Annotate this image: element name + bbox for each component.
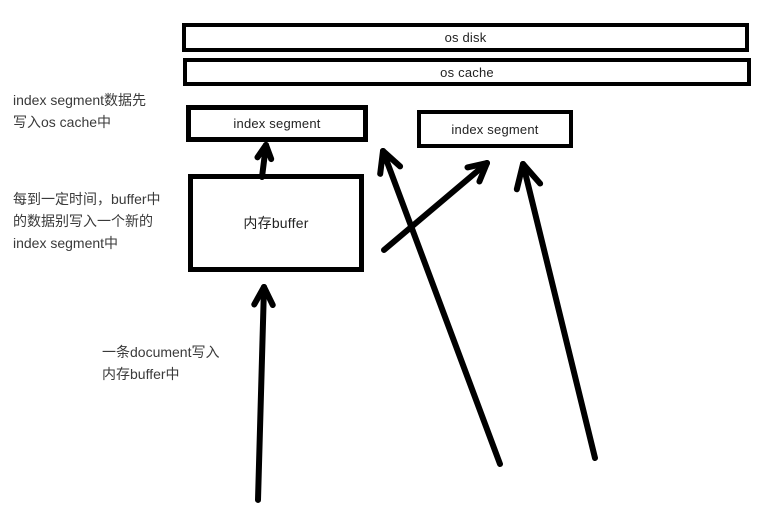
note-os-cache: index segment数据先 写入os cache中: [13, 89, 146, 133]
note-document-write-line-1: 一条document写入: [102, 344, 220, 360]
note-os-cache-line-2: 写入os cache中: [13, 114, 112, 130]
index-segment-right-box: index segment: [417, 110, 573, 148]
index-segment-right-label: index segment: [451, 121, 539, 137]
arrow-long-to-left-segment: [377, 148, 503, 467]
note-buffer-flush-line-2: 的数据别写入一个新的: [13, 213, 153, 229]
note-buffer-flush-line-1: 每到一定时间，buffer中: [13, 191, 161, 207]
arrow-long-to-right-segment: [513, 161, 598, 461]
note-document-write-line-2: 内存buffer中: [102, 366, 180, 382]
memory-buffer-box: 内存buffer: [188, 174, 364, 272]
arrow-document-to-buffer: [251, 284, 276, 503]
arrow-buffer-to-right-segment: [381, 160, 490, 253]
note-os-cache-line-1: index segment数据先: [13, 92, 147, 108]
arrow-buffer-to-left-segment: [254, 142, 275, 180]
os-disk-label: os disk: [444, 30, 487, 45]
os-cache-box: os cache: [183, 58, 751, 86]
os-cache-label: os cache: [440, 64, 494, 80]
os-disk-box: os disk: [182, 23, 749, 52]
index-segment-left-box: index segment: [186, 105, 368, 142]
note-buffer-flush: 每到一定时间，buffer中 的数据别写入一个新的 index segment中: [13, 188, 161, 254]
index-segment-left-label: index segment: [233, 116, 321, 131]
note-document-write: 一条document写入 内存buffer中: [102, 341, 219, 385]
note-buffer-flush-line-3: index segment中: [13, 235, 119, 251]
memory-buffer-label: 内存buffer: [243, 215, 309, 231]
